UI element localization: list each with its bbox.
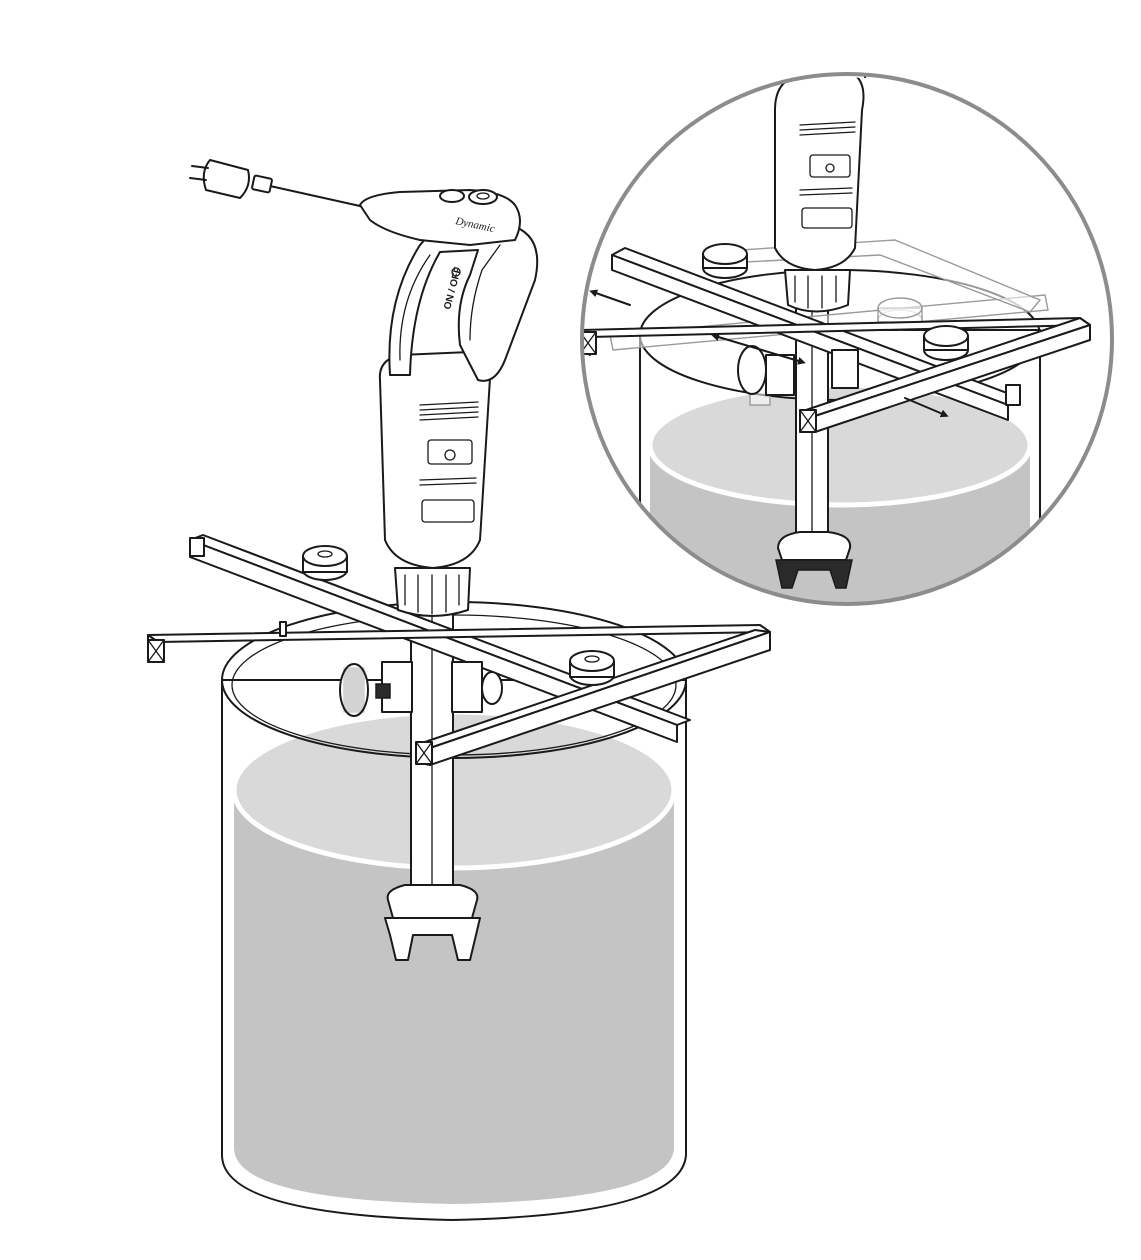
adjustment-arrows: [589, 289, 949, 418]
blender-motor: Dynamic ON / OFF: [359, 189, 539, 617]
clamp-knob-left: [302, 545, 348, 581]
clamp-knob-right: [569, 650, 615, 686]
support-bar-frame: [147, 534, 771, 766]
move-left-arrow: [589, 289, 631, 306]
move-right-arrow: [904, 397, 949, 418]
blade-guard: [384, 884, 481, 961]
move-diagonal-arrow: [711, 333, 806, 365]
power-icon: [451, 267, 461, 277]
detail-view: [580, 72, 1114, 606]
shaft-clamp: [339, 661, 503, 717]
plug-icon: [189, 159, 250, 199]
detail-blender-motor: [774, 74, 871, 313]
liquid-body: [234, 790, 674, 1204]
main-view: Dynamic ON / OFF: [147, 159, 771, 1221]
power-cord: [189, 159, 361, 207]
detail-circle-border: [580, 72, 1114, 606]
detail-support-bar: [582, 243, 1091, 433]
